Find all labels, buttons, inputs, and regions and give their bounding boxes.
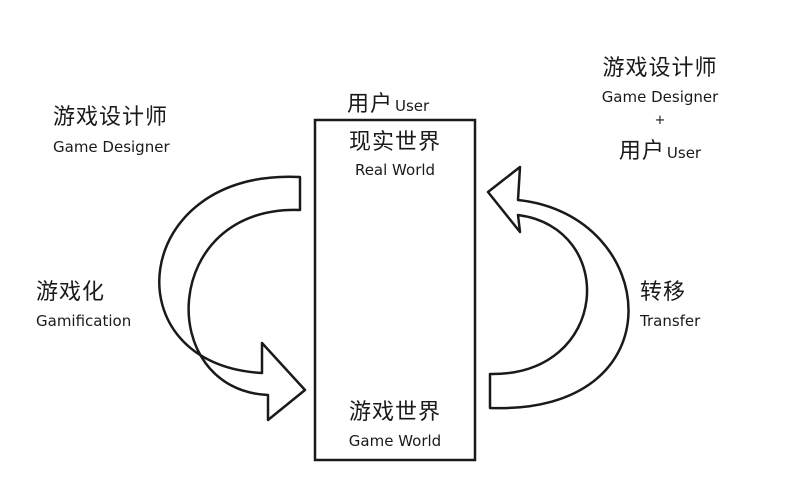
gamification-en: Gamification — [36, 312, 132, 330]
right-plus: + — [654, 113, 666, 128]
game-world-en: Game World — [348, 432, 442, 450]
gamification-zh: 游戏化 — [36, 280, 106, 305]
real-world-en: Real World — [354, 161, 436, 179]
left-designer-zh: 游戏设计师 — [53, 105, 169, 130]
right-designer-en: Game Designer — [601, 88, 719, 106]
world-box — [313, 118, 477, 462]
user-top-en: User — [395, 97, 430, 115]
left-designer-en: Game Designer — [53, 138, 170, 156]
game-world-zh: 游戏世界 — [348, 400, 441, 425]
real-world-zh: 现实世界 — [348, 130, 441, 155]
right-user-zh: 用户 — [618, 139, 665, 164]
transfer-en: Transfer — [640, 312, 701, 330]
right-designer-zh: 游戏设计师 — [602, 56, 718, 81]
user-top-zh: 用户 — [347, 92, 394, 117]
gamification-arrow — [158, 175, 307, 422]
right-user-en: User — [666, 144, 702, 162]
transfer-zh: 转移 — [640, 280, 687, 305]
transfer-arrow — [486, 165, 630, 410]
